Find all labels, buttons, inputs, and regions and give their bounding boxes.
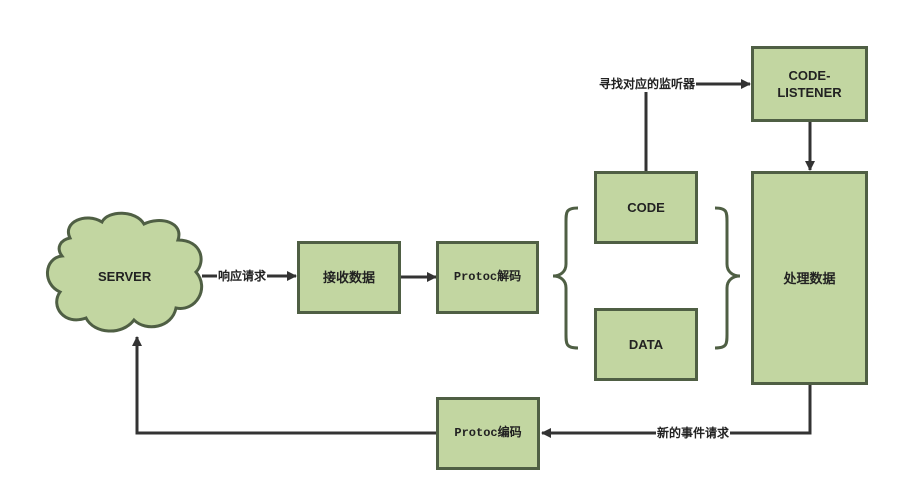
right-brace (714, 206, 741, 350)
process-data-node: 处理数据 (751, 171, 868, 385)
protoc-encode-node: Protoc编码 (436, 397, 540, 470)
label-find-listener: 寻找对应的监听器 (598, 76, 697, 92)
code-listener-node: CODE- LISTENER (751, 46, 868, 122)
receive-data-node: 接收数据 (297, 241, 401, 314)
label-new-event: 新的事件请求 (656, 425, 731, 441)
left-brace (552, 206, 579, 350)
protoc-decode-node: Protoc解码 (436, 241, 539, 314)
server-cloud-shape (46, 211, 203, 333)
data-node: DATA (594, 308, 698, 381)
arrow-find-listener (644, 79, 751, 172)
code-node: CODE (594, 171, 698, 244)
server-label: SERVER (98, 269, 152, 284)
arrow-new-event (541, 383, 812, 438)
label-response: 响应请求 (217, 268, 268, 284)
arrow-encode-server (132, 336, 437, 435)
